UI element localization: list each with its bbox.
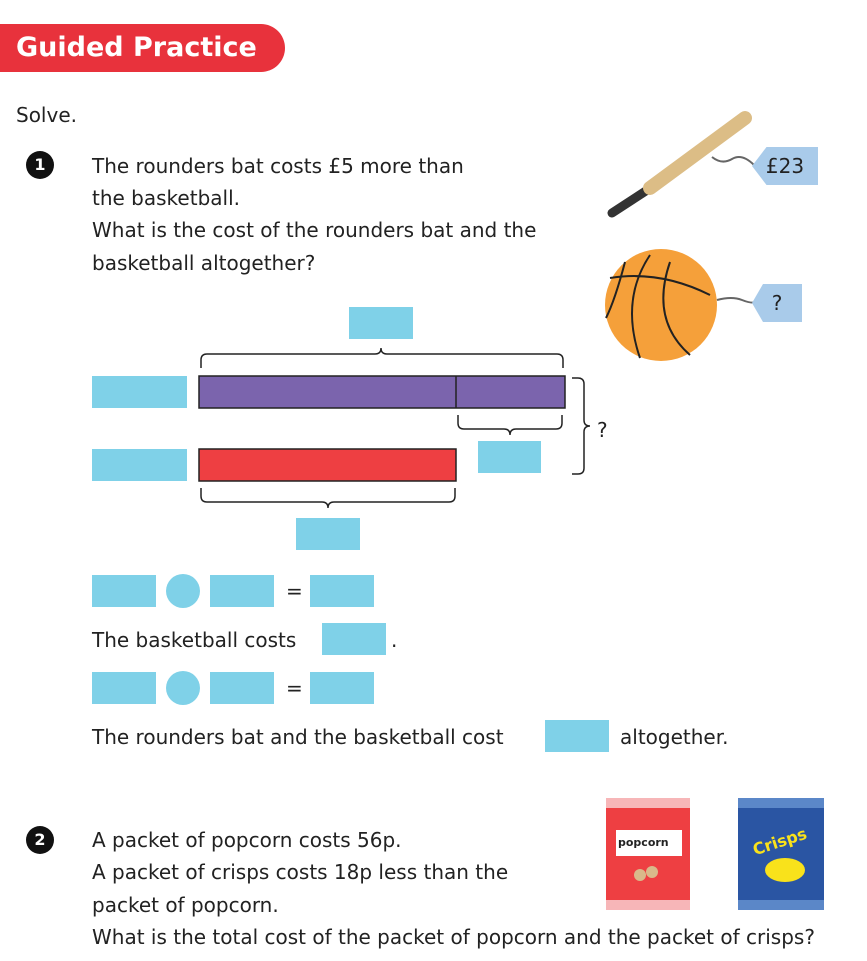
section-header: Guided Practice (0, 24, 285, 72)
q1-line-3: What is the cost of the rounders bat and… (92, 218, 537, 242)
equation2-operator[interactable] (166, 671, 200, 705)
bar-model (198, 347, 591, 509)
answer-box-ball[interactable] (296, 518, 360, 550)
equation1-result[interactable] (310, 575, 374, 607)
equation1-box-a[interactable] (92, 575, 156, 607)
q2-line-3: packet of popcorn. (92, 893, 279, 917)
equation2-result[interactable] (310, 672, 374, 704)
equation2-box-b[interactable] (210, 672, 274, 704)
instruction: Solve. (16, 103, 77, 127)
q1-line-1: The rounders bat costs £5 more than (92, 154, 464, 178)
answer-box-label-bat[interactable] (92, 376, 187, 408)
rounders-bat-image (607, 111, 755, 218)
question-number-2: 2 (26, 826, 54, 854)
ball-price-tag: ? (752, 284, 802, 322)
basketball-image (605, 249, 758, 361)
altogether-suffix: altogether. (620, 725, 729, 749)
total-cost-box[interactable] (545, 720, 609, 752)
q1-line-4: basketball altogether? (92, 251, 316, 275)
crisps-bag-image (738, 798, 824, 910)
q2-line-4: What is the total cost of the packet of … (92, 925, 815, 949)
popcorn-label: popcorn (618, 836, 669, 849)
popcorn-bag-image (606, 798, 690, 910)
basketball-costs-text: The basketball costs (92, 628, 297, 652)
equation1-box-b[interactable] (210, 575, 274, 607)
q2-line-1: A packet of popcorn costs 56p. (92, 828, 402, 852)
q2-line-2: A packet of crisps costs 18p less than t… (92, 860, 509, 884)
bat-price-tag: £23 (752, 147, 818, 185)
altogether-prefix: The rounders bat and the basketball cost (92, 725, 504, 749)
question-number-1: 1 (26, 151, 54, 179)
equals-sign: = (286, 579, 303, 603)
q1-line-2: the basketball. (92, 186, 240, 210)
total-question-mark: ? (597, 418, 608, 442)
answer-box-difference[interactable] (478, 441, 541, 473)
basketball-cost-box[interactable] (322, 623, 386, 655)
equation1-operator[interactable] (166, 574, 200, 608)
period: . (391, 628, 398, 652)
answer-box-total-top[interactable] (349, 307, 413, 339)
equation2-box-a[interactable] (92, 672, 156, 704)
equals-sign: = (286, 676, 303, 700)
answer-box-label-ball[interactable] (92, 449, 187, 481)
